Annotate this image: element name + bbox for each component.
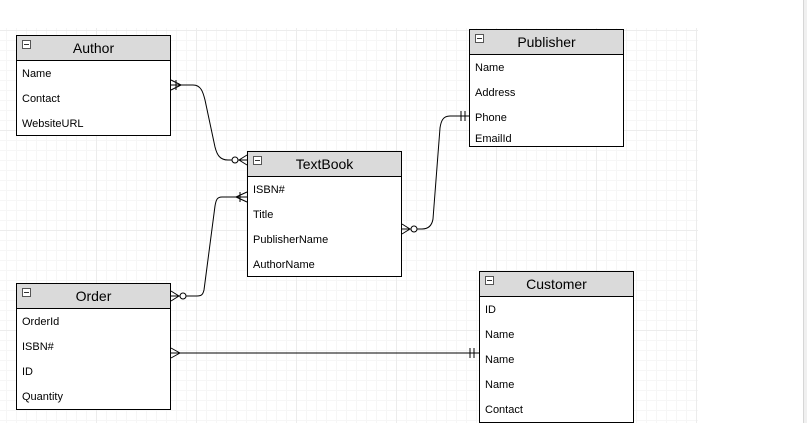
attribute-id[interactable]: ID xyxy=(485,304,496,316)
entity-title: TextBook xyxy=(295,156,354,172)
attribute-address[interactable]: Address xyxy=(475,87,516,99)
collapse-icon[interactable] xyxy=(485,276,494,285)
collapse-icon[interactable] xyxy=(253,156,262,165)
attribute-website-url[interactable]: WebsiteURL xyxy=(22,118,84,130)
entity-header-order[interactable]: Order xyxy=(17,284,170,309)
relationship-author-textbook[interactable] xyxy=(170,79,248,166)
entity-title: Author xyxy=(72,40,115,56)
crowfoot-textbook2-prong-bottom xyxy=(401,228,411,235)
attribute-name[interactable]: Name xyxy=(485,354,515,366)
connector-line xyxy=(402,115,469,230)
entity-title: Customer xyxy=(526,276,587,292)
entity-header-textbook[interactable]: TextBook xyxy=(248,152,401,177)
attribute-title[interactable]: Title xyxy=(253,209,274,221)
attribute-id[interactable]: ID xyxy=(22,366,33,378)
collapse-icon[interactable] xyxy=(22,288,31,297)
crowfoot-order-prong-top xyxy=(170,290,180,297)
entity-header-author[interactable]: Author xyxy=(17,36,170,61)
entity-title: Order xyxy=(75,288,112,304)
entity-header-customer[interactable]: Customer xyxy=(480,272,633,297)
attribute-isbn[interactable]: ISBN# xyxy=(253,184,285,196)
entity-title: Publisher xyxy=(517,34,576,50)
connector-line xyxy=(171,84,247,161)
crowfoot-order-prong-bottom xyxy=(170,295,180,302)
entity-publisher[interactable]: Publisher Name Address Phone EmailId xyxy=(469,29,624,147)
attribute-order-id[interactable]: OrderId xyxy=(22,316,60,328)
entity-order[interactable]: Order OrderId ISBN# ID Quantity xyxy=(16,283,171,410)
attribute-publisher-name[interactable]: PublisherName xyxy=(253,234,329,246)
zero-circle-textbook xyxy=(231,156,239,164)
attribute-quantity[interactable]: Quantity xyxy=(22,391,63,403)
attribute-contact[interactable]: Contact xyxy=(485,404,523,416)
crowfoot-textbook3-prong-bottom xyxy=(235,196,248,203)
crowfoot-order2-prong-bottom xyxy=(170,352,181,359)
attribute-email-id[interactable]: EmailId xyxy=(475,133,512,145)
crowfoot-textbook-prong-top xyxy=(238,154,248,161)
attribute-isbn[interactable]: ISBN# xyxy=(22,341,54,353)
entity-header-publisher[interactable]: Publisher xyxy=(470,30,623,55)
entity-textbook[interactable]: TextBook ISBN# Title PublisherName Autho… xyxy=(247,151,402,277)
connector-line xyxy=(171,196,247,297)
zero-circle-order xyxy=(179,292,187,300)
crowfoot-textbook-prong-bottom xyxy=(238,159,248,166)
relationship-order-customer[interactable] xyxy=(170,347,479,359)
relationship-publisher-textbook[interactable] xyxy=(401,111,469,235)
collapse-icon[interactable] xyxy=(22,40,31,49)
zero-circle-textbook-2 xyxy=(410,225,418,233)
attribute-contact[interactable]: Contact xyxy=(22,93,60,105)
crowfoot-order2-prong-top xyxy=(170,347,181,354)
attribute-name[interactable]: Name xyxy=(485,329,515,341)
crowfoot-textbook3-prong-top xyxy=(235,191,248,198)
attribute-name[interactable]: Name xyxy=(475,62,505,74)
crowfoot-author-prong-bottom xyxy=(170,84,182,91)
canvas-top-margin xyxy=(0,0,698,28)
crowfoot-textbook2-prong-top xyxy=(401,223,411,230)
attribute-author-name[interactable]: AuthorName xyxy=(253,259,315,271)
collapse-icon[interactable] xyxy=(475,34,484,43)
entity-customer[interactable]: Customer ID Name Name Name Contact xyxy=(479,271,634,423)
attribute-name[interactable]: Name xyxy=(22,68,52,80)
vertical-scrollbar[interactable] xyxy=(803,0,807,423)
attribute-phone[interactable]: Phone xyxy=(475,112,507,124)
crowfoot-author-prong-top xyxy=(170,79,182,86)
entity-author[interactable]: Author Name Contact WebsiteURL xyxy=(16,35,171,136)
attribute-name[interactable]: Name xyxy=(485,379,515,391)
relationship-textbook-order[interactable] xyxy=(170,191,248,302)
